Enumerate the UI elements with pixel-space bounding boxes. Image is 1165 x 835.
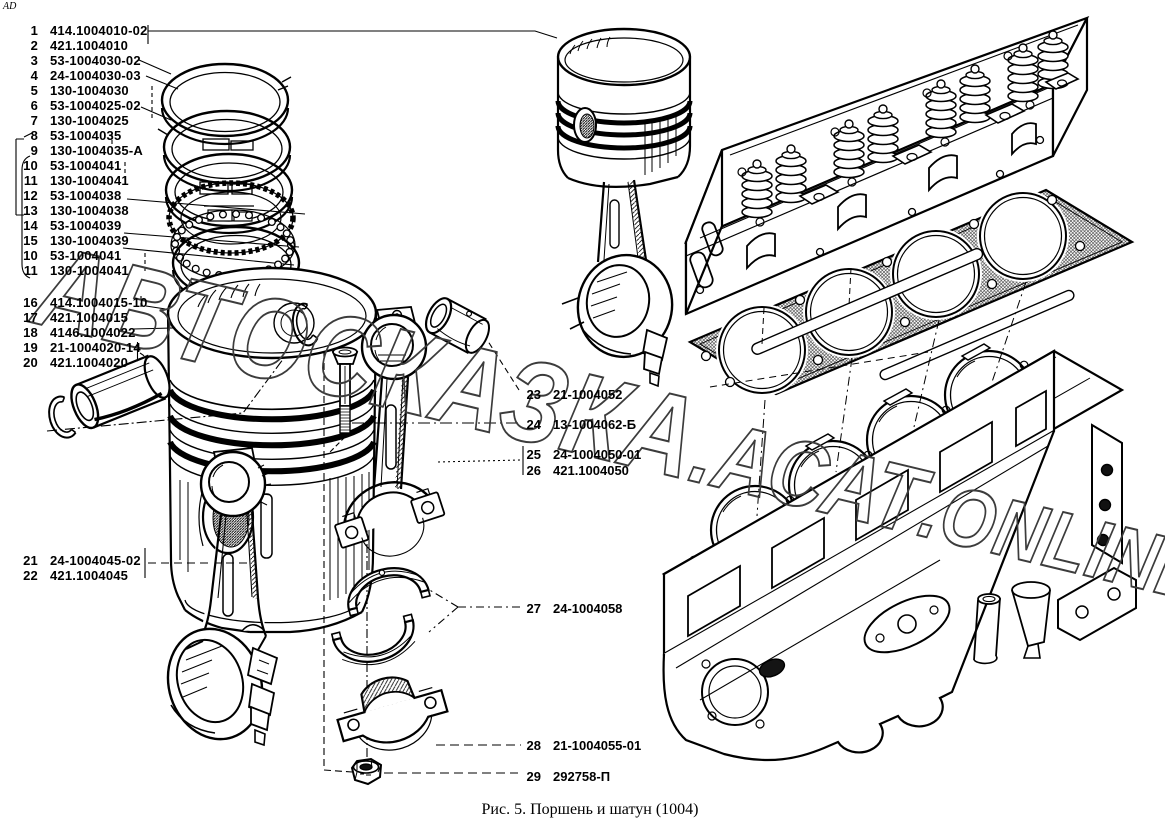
part-ref-number: 4 — [30, 67, 38, 83]
part-ref-number: 29 — [526, 768, 541, 784]
part-code: 53-1004030-02 — [50, 52, 141, 68]
part-ref-number: 18 — [23, 324, 38, 340]
piston-rings-drawing — [157, 62, 301, 307]
part-ref-number: 16 — [23, 294, 38, 310]
part-code: 130-1004030 — [50, 82, 129, 98]
part-code: 292758-П — [553, 768, 611, 784]
part-ref-number: 24 — [526, 417, 541, 432]
corner-mark: AD — [3, 1, 17, 12]
part-code: 13-1004062-Б — [553, 417, 637, 432]
part-ref-number: 21 — [23, 552, 38, 568]
part-code: 130-1004038 — [50, 203, 129, 219]
part-ref-number: 9 — [30, 142, 38, 158]
part-ref-number: 25 — [526, 447, 541, 462]
part-ref-number: 5 — [30, 82, 38, 98]
part-ref-number: 17 — [23, 309, 38, 325]
part-ref-number: 26 — [526, 462, 541, 478]
part-code: 130-1004039 — [50, 233, 129, 249]
engine-block-drawing — [661, 267, 1137, 762]
part-ref-number: 10 — [23, 248, 38, 264]
part-ref-number: 23 — [526, 387, 541, 402]
cylinder-head-drawing — [684, 16, 1090, 316]
part-ref-number: 12 — [23, 188, 38, 204]
part-code: 53-1004039 — [50, 218, 122, 234]
connecting-rod-assembled-drawing — [166, 447, 279, 747]
figure-caption: Рис. 5. Поршень и шатун (1004) — [481, 801, 699, 818]
small-end-bushing-drawing — [424, 297, 491, 354]
part-code: 130-1004025 — [50, 112, 129, 128]
part-code: 421.1004045 — [50, 567, 129, 583]
part-ref-number: 3 — [30, 52, 38, 68]
part-ref-number: 11 — [23, 263, 38, 279]
part-code: 53-1004035 — [50, 127, 122, 143]
part-code: 53-1004041 — [50, 248, 122, 264]
rod-bolt-drawing — [331, 346, 359, 436]
part-ref-number: 6 — [30, 97, 38, 113]
part-code: 53-1004025-02 — [50, 97, 141, 113]
piston-pin-drawing — [70, 354, 171, 430]
circlip-right-drawing — [291, 302, 319, 347]
leader-lines — [15, 25, 558, 774]
head-gasket-drawing — [687, 188, 1135, 396]
part-code: 24-1004058 — [553, 600, 623, 616]
part-ref-number: 27 — [526, 600, 541, 616]
bearing-shells-drawing — [330, 567, 431, 666]
part-ref-number: 1 — [30, 22, 38, 38]
part-ref-number: 20 — [23, 355, 38, 371]
part-code: 4146.1004022 — [50, 324, 136, 340]
part-code: 421.1004020 — [50, 355, 129, 371]
part-ref-number: 15 — [23, 233, 38, 249]
part-code: 21-1004020-14 — [50, 340, 141, 356]
part-code: 130-1004035-А — [50, 142, 143, 158]
part-code: 24-1004045-02 — [50, 552, 141, 568]
piston-rod-assembly-drawing — [555, 27, 693, 388]
part-code: 421.1004010 — [50, 37, 129, 53]
part-ref-number: 8 — [30, 127, 38, 143]
part-code: 21-1004055-01 — [553, 738, 642, 753]
part-code: 414.1004010-02 — [50, 22, 148, 38]
part-code: 24-1004050-01 — [553, 447, 642, 462]
part-ref-number: 28 — [526, 738, 541, 753]
part-code: 53-1004041 — [50, 157, 122, 173]
part-code: 421.1004050 — [553, 462, 629, 478]
part-ref-number: 7 — [30, 112, 38, 128]
nut-drawing — [350, 757, 383, 786]
part-code: 421.1004015 — [50, 309, 129, 325]
part-code: 130-1004041 — [50, 173, 129, 188]
part-code: 414.1004015-10 — [50, 294, 148, 310]
part-ref-number: 13 — [23, 203, 38, 219]
part-code: 130-1004041 — [50, 263, 129, 279]
part-ref-number: 22 — [23, 567, 38, 583]
part-ref-number: 2 — [30, 37, 38, 53]
part-code: 24-1004030-03 — [50, 67, 141, 83]
circlip-left-drawing — [48, 395, 77, 439]
part-ref-number: 19 — [23, 340, 38, 356]
part-ref-number: 14 — [23, 218, 38, 234]
part-code: 53-1004038 — [50, 188, 122, 204]
bearing-cap-drawing — [336, 676, 449, 751]
part-ref-number: 10 — [23, 157, 38, 173]
part-code: 21-1004052 — [553, 387, 623, 402]
connecting-rod-drawing — [334, 306, 446, 557]
part-ref-number: 11 — [23, 173, 38, 188]
